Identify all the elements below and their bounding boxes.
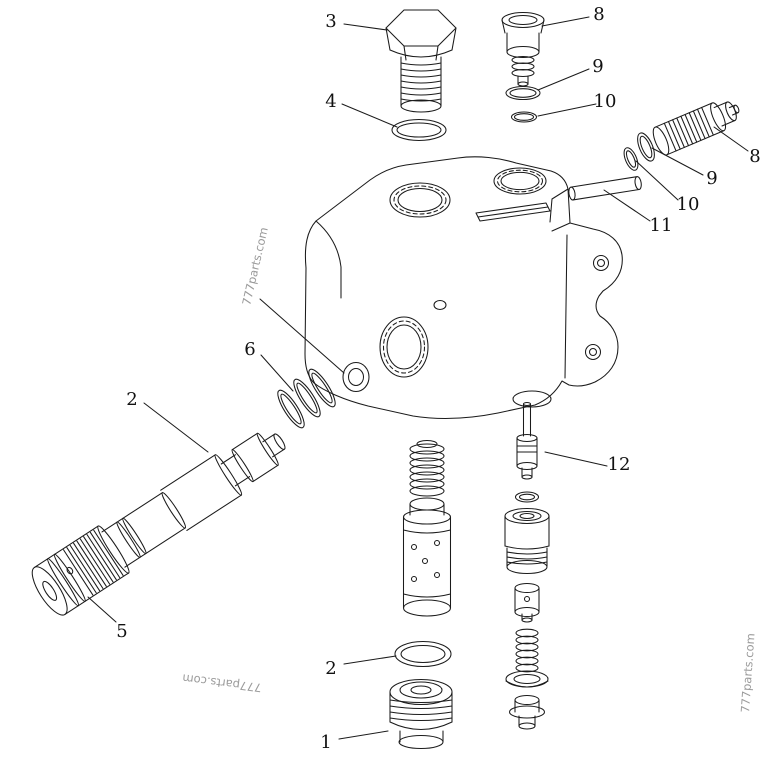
leader-line xyxy=(537,103,597,117)
poppet-part xyxy=(514,582,540,623)
callout-2-seat: 2 xyxy=(325,655,397,679)
threaded-bushing-part xyxy=(504,507,550,575)
leader-line-front-oring xyxy=(259,298,345,374)
callouts: 3 8 9 10 4 8 9 10 xyxy=(87,4,761,753)
callout-10-right: 10 xyxy=(635,160,700,215)
watermark-text: 777parts.com xyxy=(239,226,271,307)
leader-line xyxy=(343,23,388,31)
callout-label-11: 11 xyxy=(650,215,673,236)
leader-line xyxy=(544,451,608,467)
callout-label-9-top: 9 xyxy=(592,56,603,77)
o-ring-part-4 xyxy=(391,118,447,142)
callout-11: 11 xyxy=(603,189,673,236)
small-plug-part xyxy=(508,694,546,730)
watermark-text: 777parts.com xyxy=(738,633,758,714)
callout-2-spool: 2 xyxy=(126,389,209,453)
leader-line xyxy=(341,103,398,128)
leader-line xyxy=(603,189,651,222)
callout-5: 5 xyxy=(87,596,128,642)
pin-part-11 xyxy=(568,176,642,201)
callout-1: 1 xyxy=(320,730,389,753)
o-rings-part-6 xyxy=(277,368,336,429)
o-ring-part-9-top xyxy=(505,85,541,101)
callout-9-top: 9 xyxy=(537,56,604,91)
callout-6: 6 xyxy=(244,339,294,392)
callout-label-12: 12 xyxy=(608,454,631,475)
callout-label-9-right: 9 xyxy=(706,168,717,189)
callout-label-10-right: 10 xyxy=(677,194,700,215)
callout-label-2-seat: 2 xyxy=(325,658,336,679)
callout-label-10-top: 10 xyxy=(594,91,617,112)
plug-part-1 xyxy=(389,678,453,750)
leader-line xyxy=(537,68,590,91)
relief-valve-cap-part xyxy=(501,11,545,87)
callout-label-4: 4 xyxy=(325,91,336,112)
center-valve-body-part xyxy=(402,497,452,617)
callout-label-8-top: 8 xyxy=(593,4,604,25)
o-ring-part-10-right xyxy=(623,147,639,171)
callout-label-2-spool: 2 xyxy=(126,389,137,410)
callout-label-6: 6 xyxy=(244,339,255,360)
leader-line xyxy=(343,655,397,665)
leader-line xyxy=(338,730,389,740)
relief-cartridge-part xyxy=(652,101,740,156)
seat-washer-part xyxy=(505,670,549,688)
callout-8-top: 8 xyxy=(541,4,605,27)
seat-disc-part-2 xyxy=(394,640,452,668)
stem-valve-part-12 xyxy=(516,401,538,480)
callout-3: 3 xyxy=(325,11,388,32)
o-ring-part-10-top xyxy=(510,111,538,123)
leader-line xyxy=(635,160,679,201)
hex-plug-part xyxy=(385,9,457,113)
leader-line xyxy=(143,402,209,453)
callout-9-right: 9 xyxy=(651,147,718,189)
center-spring xyxy=(409,439,445,497)
leader-line xyxy=(713,126,749,152)
o-ring-right-column xyxy=(514,491,540,503)
callout-12: 12 xyxy=(544,451,631,475)
callout-10-top: 10 xyxy=(537,91,617,117)
spool-part-5 xyxy=(31,432,286,616)
leader-line xyxy=(541,16,590,27)
callout-label-1: 1 xyxy=(320,732,331,753)
valve-body xyxy=(304,156,623,419)
callout-label-5: 5 xyxy=(116,621,127,642)
leader-line xyxy=(260,354,294,392)
callout-4: 4 xyxy=(325,91,398,128)
leader-line xyxy=(87,596,117,623)
right-spring xyxy=(515,628,539,673)
callout-8-right: 8 xyxy=(713,126,761,167)
callout-label-8-right: 8 xyxy=(749,146,760,167)
callout-label-3: 3 xyxy=(325,11,336,32)
o-ring-part-9-right xyxy=(637,132,655,162)
leader-line xyxy=(651,147,704,176)
watermark-text: 777parts.com xyxy=(182,671,263,695)
